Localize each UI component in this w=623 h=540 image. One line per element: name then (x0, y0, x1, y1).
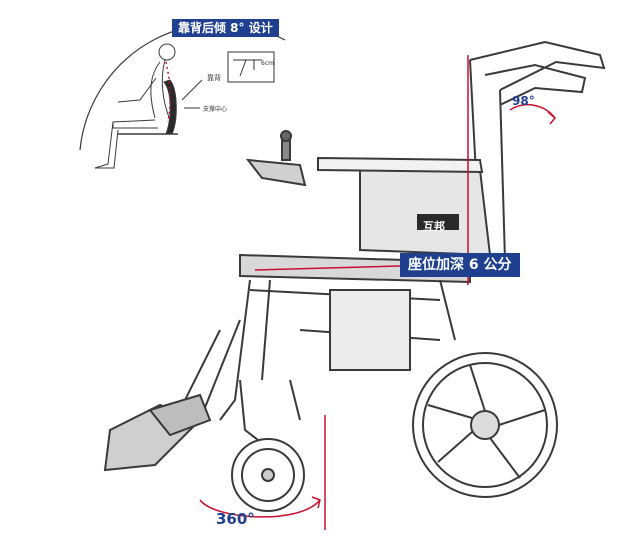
posture-inset (79, 23, 286, 169)
wheelchair-frame (103, 40, 606, 472)
backrest-angle-label: 98° (512, 94, 535, 108)
backrest-tilt-label: 靠背后倾 8° 设计 (172, 19, 279, 37)
seat-depth-label: 座位加深 6 公分 (400, 253, 520, 277)
support-center-callout: 支撑中心 (203, 106, 228, 113)
angle-sketch (227, 51, 275, 83)
front-caster (231, 438, 305, 512)
brand-logo: 互邦 (423, 220, 445, 233)
rear-wheel (412, 352, 558, 498)
rotation-arrows (199, 103, 557, 518)
backrest-callout: 靠背 (207, 74, 221, 82)
six-cm-callout: 6cm (261, 60, 274, 67)
caster-rotation-label: 360° (216, 510, 255, 528)
brand-plate (417, 214, 459, 230)
